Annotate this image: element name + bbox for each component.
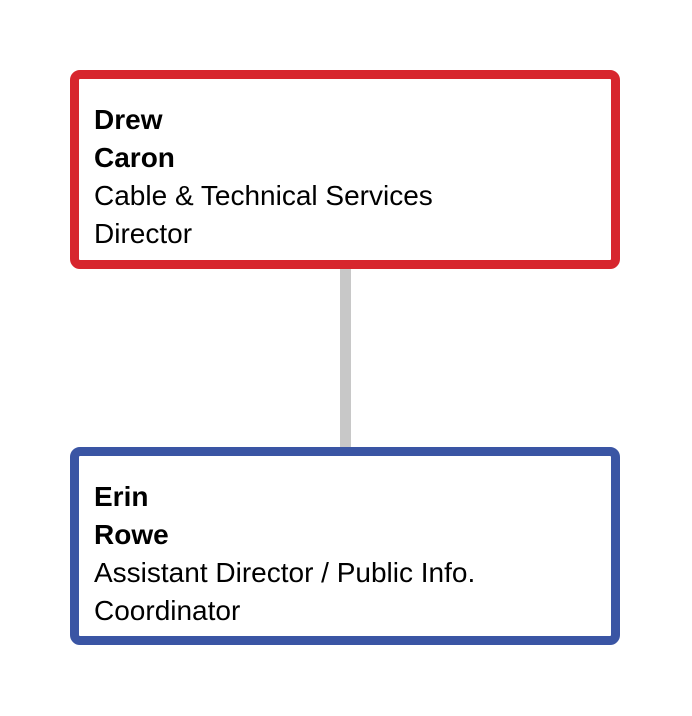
node-first-name: Drew — [94, 104, 163, 135]
org-node-erin-rowe[interactable]: Erin Rowe Assistant Director / Public In… — [70, 447, 620, 645]
node-last-name: Caron — [94, 142, 175, 173]
node-first-name: Erin — [94, 481, 149, 512]
node-title-line1: Assistant Director / Public Info. — [94, 557, 476, 588]
node-last-name: Rowe — [94, 519, 169, 550]
node-title-line1: Cable & Technical Services — [94, 180, 433, 211]
org-node-drew-caron[interactable]: Drew Caron Cable & Technical Services Di… — [70, 70, 620, 269]
node-title-line2: Coordinator — [94, 595, 241, 626]
node-title-line2: Director — [94, 218, 193, 249]
reporting-line-connector — [340, 269, 351, 447]
